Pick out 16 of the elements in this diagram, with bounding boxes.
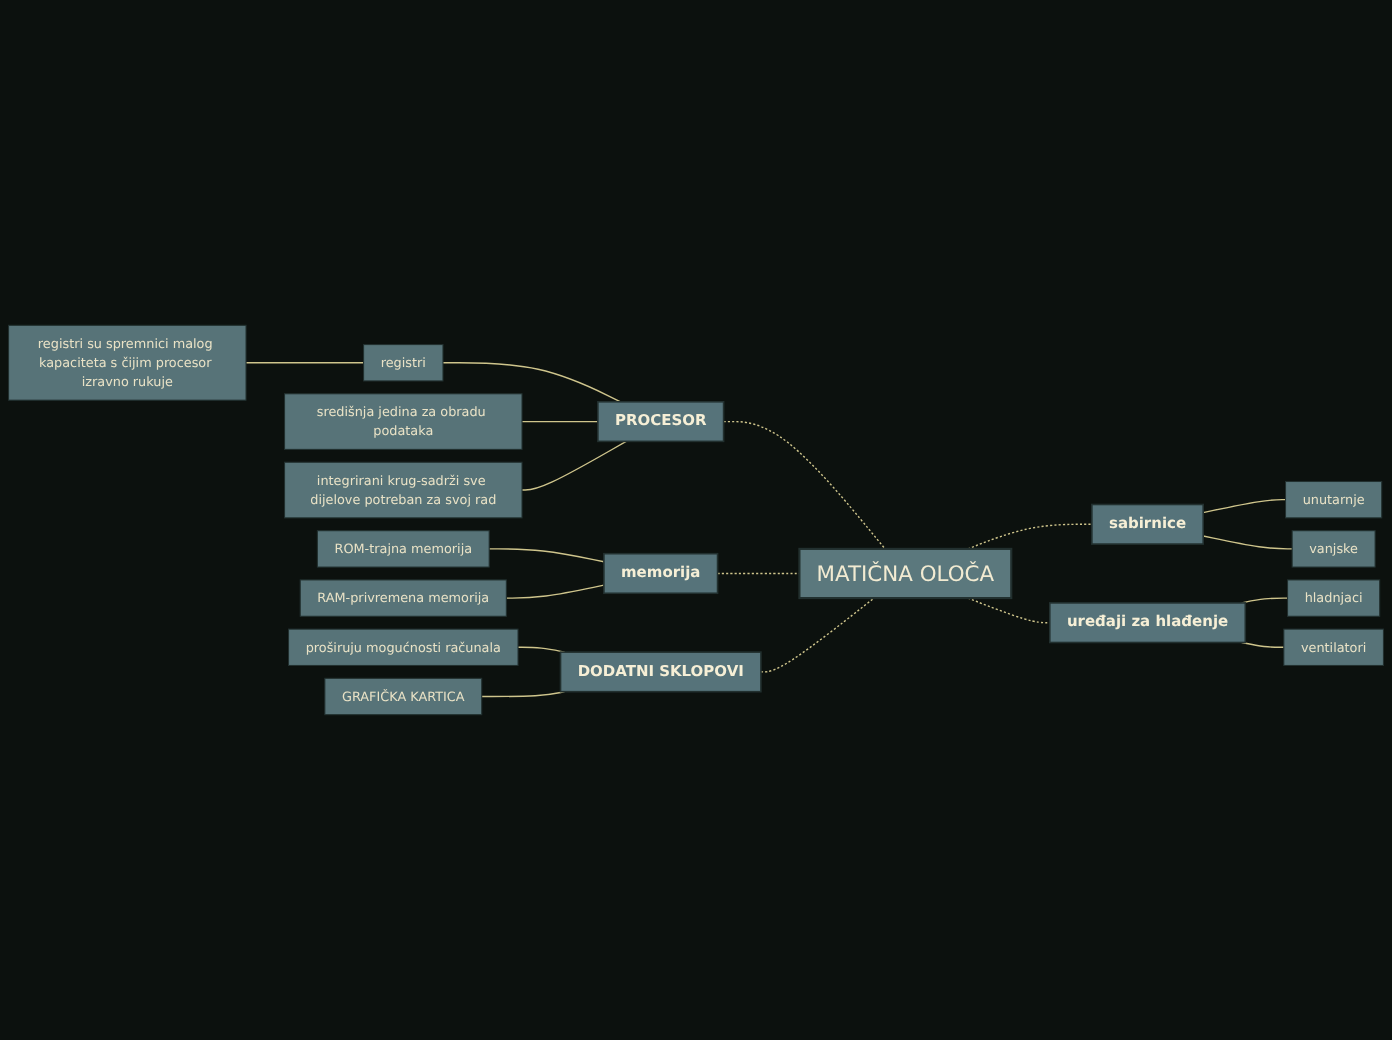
connector bbox=[517, 646, 566, 653]
connector bbox=[481, 691, 566, 698]
connector bbox=[442, 362, 622, 403]
connector bbox=[1240, 597, 1289, 604]
connector bbox=[760, 597, 875, 673]
node-box: MATIČNA OLOČA bbox=[798, 547, 1013, 600]
connector bbox=[1240, 641, 1285, 648]
connector bbox=[521, 440, 627, 491]
connector bbox=[1202, 499, 1287, 514]
connector bbox=[716, 572, 801, 575]
connector bbox=[1202, 535, 1293, 550]
connector bbox=[488, 548, 605, 563]
connector bbox=[245, 362, 365, 364]
connector bbox=[521, 420, 599, 423]
connector bbox=[505, 584, 605, 599]
connector bbox=[722, 420, 886, 550]
